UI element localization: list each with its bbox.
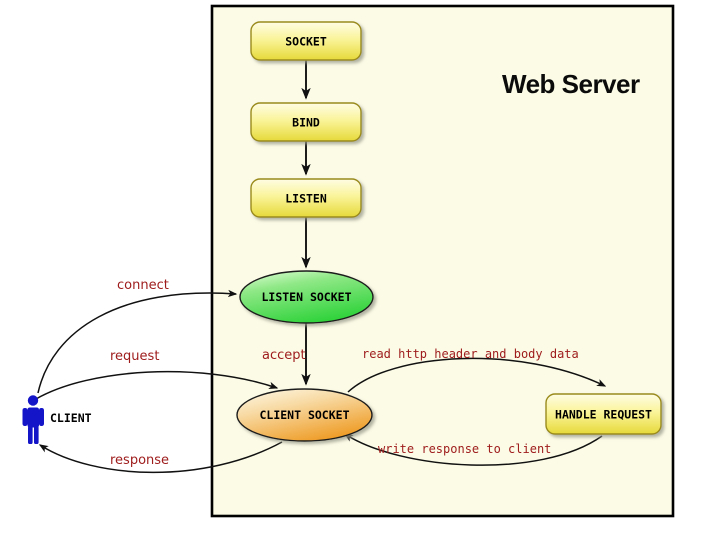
client-actor[interactable]: CLIENT xyxy=(22,395,92,444)
edge-label-response: response xyxy=(110,453,169,468)
edge-label-accept: accept xyxy=(262,348,306,363)
node-socket-label: SOCKET xyxy=(285,35,327,49)
person-icon xyxy=(22,395,44,444)
edge-label-request: request xyxy=(110,349,159,364)
node-socket[interactable]: SOCKET xyxy=(250,21,362,61)
node-client-socket[interactable]: CLIENT SOCKET xyxy=(236,388,373,442)
arrow-response xyxy=(38,441,283,474)
node-client-socket-label: CLIENT SOCKET xyxy=(259,408,349,422)
arrow-connect xyxy=(37,289,238,394)
client-actor-label: CLIENT xyxy=(50,411,92,425)
edge-label-write-response: write response to client xyxy=(378,442,551,456)
node-bind[interactable]: BIND xyxy=(250,102,362,142)
node-listen-socket[interactable]: LISTEN SOCKET xyxy=(239,270,374,324)
node-socket-shape[interactable] xyxy=(250,21,362,61)
node-listen-socket-label: LISTEN SOCKET xyxy=(261,290,351,304)
arrow-write-response xyxy=(343,433,603,466)
node-listen[interactable]: LISTEN xyxy=(250,178,362,218)
node-handle-request[interactable]: HANDLE REQUEST xyxy=(545,393,662,435)
curved-arrows xyxy=(35,289,607,474)
arrow-request xyxy=(35,370,279,400)
node-client-socket-shape[interactable] xyxy=(236,388,373,442)
node-handle-request-shape[interactable] xyxy=(545,393,662,435)
node-bind-label: BIND xyxy=(292,116,320,130)
node-listen-shape[interactable] xyxy=(250,178,362,218)
node-listen-label: LISTEN xyxy=(285,192,327,206)
node-bind-shape[interactable] xyxy=(250,102,362,142)
edge-label-read-request: read http header and body data xyxy=(362,347,579,361)
server-panel-title: Web Server xyxy=(502,69,640,99)
node-handle-request-label: HANDLE REQUEST xyxy=(555,408,652,422)
edge-label-connect: connect xyxy=(117,278,169,293)
arrow-read-request xyxy=(347,357,607,393)
node-listen-socket-shape[interactable] xyxy=(239,270,374,324)
